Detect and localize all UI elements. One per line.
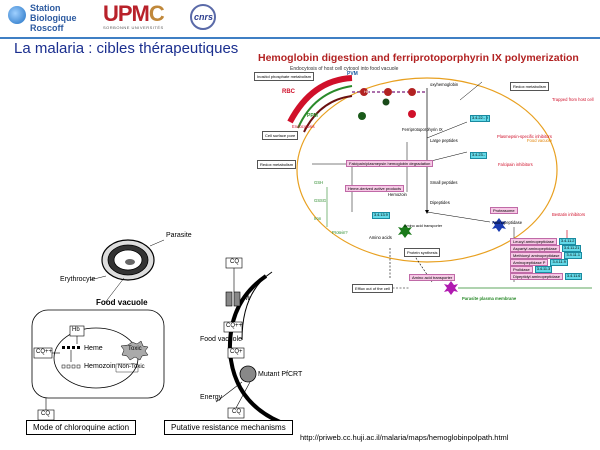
- chloroquine-figure: Parasite Erythrocyte Food vacuole Hb Hem…: [20, 232, 316, 440]
- enzyme-name-4: Prolidase: [510, 266, 533, 273]
- header-rule: [0, 37, 600, 39]
- sbr-line1: Station Biologique: [30, 3, 77, 23]
- host-protein-note: Heme-derived active products: [345, 185, 405, 192]
- food-vacuole-label: Food vacuole: [527, 138, 553, 143]
- falcipain-note: Falcipain inhibitors: [498, 162, 533, 167]
- cq-pp-right-label: CQ++: [226, 323, 243, 329]
- enzyme-name-1: Aspartyl aminopeptidase: [510, 245, 560, 252]
- ppm-transporter-label: Amino acid transporter: [404, 224, 443, 228]
- station-biologique-logo: Station Biologique Roscoff: [8, 3, 77, 33]
- hemoglobin-pathway: Hemoglobin digestion and ferriprotoporph…: [252, 52, 594, 307]
- pathway-graphic: [287, 75, 592, 295]
- dipeptides-label: Dipeptides: [430, 200, 450, 205]
- enzyme-mid-2: 3.4.23.-: [470, 152, 487, 159]
- plasmepsin-note: Plasmepsin-specific inhibitors: [497, 134, 552, 139]
- toxic-label: Toxic: [128, 346, 142, 352]
- endocytosis-note: Endocytosis: [292, 124, 315, 129]
- cnrs-word: cnrs: [194, 12, 214, 22]
- iron-label: Iron: [314, 216, 322, 221]
- enzyme-right-0: 3.4.11.2: [558, 238, 577, 245]
- food-vacuole-label: Food vacuole: [96, 298, 148, 307]
- upmc-sub: SORBONNE UNIVERSITÉS: [103, 25, 164, 30]
- energy-label: Energy: [200, 394, 223, 401]
- enzyme-right-2: 3.4.11.1: [564, 252, 582, 259]
- parasite-label: Parasite: [166, 232, 192, 239]
- cq-top-label: CQ: [230, 259, 239, 265]
- sbr-line2: Roscoff: [30, 23, 64, 33]
- rbc-membrane: [287, 75, 353, 124]
- chloroquine-graphic: [31, 239, 281, 424]
- enzyme-right-5: 3.4.11.6: [564, 273, 583, 280]
- sbr-globe-icon: [8, 6, 26, 24]
- caption-resistance: Putative resistance mechanisms: [164, 420, 293, 435]
- pvm-label: PVM: [347, 71, 358, 77]
- enzyme-right-3: 3.4.11.9: [550, 259, 568, 266]
- aminopeptidase-label: Aminopeptidase: [492, 220, 523, 225]
- amino-acid-transporter-box: Amino acid transporter: [409, 274, 456, 281]
- cq-pp-label: CQ++: [36, 349, 53, 355]
- cq-p-label: CQ+: [230, 349, 243, 355]
- upmc-b: C: [148, 1, 165, 26]
- hb-label: Hb: [72, 327, 80, 333]
- hb-label: Hb: [364, 89, 370, 94]
- enzyme-name-5: Dipeptidyl aminopeptidase: [510, 273, 563, 280]
- header-logos: Station Biologique Roscoff UPMC SORBONNE…: [0, 0, 600, 36]
- enzyme-name-3: Aminopeptidase P: [510, 259, 549, 266]
- redox2-box: Redox metabolism: [257, 160, 297, 169]
- pf-label: Protein?: [332, 230, 348, 235]
- bestatin-label: Bestatin inhibitors: [552, 212, 586, 217]
- parasite-membrane-label: Parasite plasma membrane: [462, 296, 517, 301]
- oxyhemoglobin-label: oxyhemoglobin: [430, 82, 459, 87]
- small-peptides-label: Small peptides: [430, 180, 458, 185]
- source-url: http://priweb.cc.huji.ac.il/malaria/maps…: [300, 433, 509, 442]
- heme-label: Heme: [84, 345, 103, 352]
- erythrocyte-label: Erythrocyte: [60, 276, 96, 283]
- rbc-label: RBC: [282, 89, 295, 95]
- phosphate-box: Inositol phosphate metabolism: [254, 72, 315, 81]
- trapped-heme-label: Trapped from host cell: [552, 97, 594, 102]
- gsh-label: GSH: [314, 180, 324, 185]
- food-vacuole-small-label: Food vacuole: [200, 336, 243, 343]
- caption-mode-of-action: Mode of chloroquine action: [26, 420, 137, 435]
- cq-right-bottom-label: CQ: [232, 409, 241, 415]
- enzyme-top-3: 3.4.22.-: [470, 115, 487, 122]
- large-peptides-label: Large peptides: [430, 138, 458, 143]
- dioxygen-box: Cell surface pore: [262, 131, 299, 140]
- ppm-label: PPM: [307, 113, 318, 119]
- hemozoin-label: Hemozoin: [388, 192, 407, 197]
- enzyme-right-4: 3.4.11.3: [534, 266, 553, 273]
- upmc-logo: UPMC SORBONNE UNIVERSITÉS: [103, 3, 175, 33]
- mutant-pfcrt-label: Mutant PfCRT: [258, 371, 303, 378]
- pathway-title: Hemoglobin digestion and ferriprotoporph…: [258, 52, 579, 64]
- gssg-label: GSSG: [314, 198, 327, 203]
- ferriprotoporphyrin-label: Ferriprotoporphyrin IX: [402, 127, 443, 132]
- food-vacuole-ellipse: [296, 77, 558, 263]
- protein-synthesis-box: Protein synthesis: [404, 248, 441, 257]
- hemozoin-label: Hemozoin: [84, 363, 116, 370]
- pink-degradation: Falcipain/plasmepsin hemoglobin degradat…: [346, 160, 434, 167]
- mr-label: Mr: [244, 296, 251, 302]
- pathway-subtitle: Endocytosis of host cell cytosol into fo…: [290, 66, 399, 72]
- enzyme-name-2: Methionyl aminopeptidase: [510, 252, 563, 259]
- pink-proteasome: Proteasome: [490, 207, 518, 214]
- non-toxic-label: Non-Toxic: [118, 364, 145, 370]
- enzyme-name-0: Leucyl aminopeptidase: [510, 238, 557, 245]
- efflux-box: Efflux out of the cell: [352, 284, 393, 293]
- cnrs-logo: cnrs: [190, 4, 216, 30]
- upmc-a: UPM: [103, 1, 150, 26]
- cq-bottom-label: CQ: [41, 411, 50, 417]
- redox-box: Redox metabolism: [510, 82, 550, 91]
- amino-acids-label: Amino acids: [369, 235, 392, 240]
- enzyme-left-1: 3.4.13.9: [372, 212, 390, 219]
- slide-title: La malaria : cibles thérapeutiques: [14, 40, 239, 57]
- enzyme-right-1: 3.4.11.21: [561, 245, 582, 252]
